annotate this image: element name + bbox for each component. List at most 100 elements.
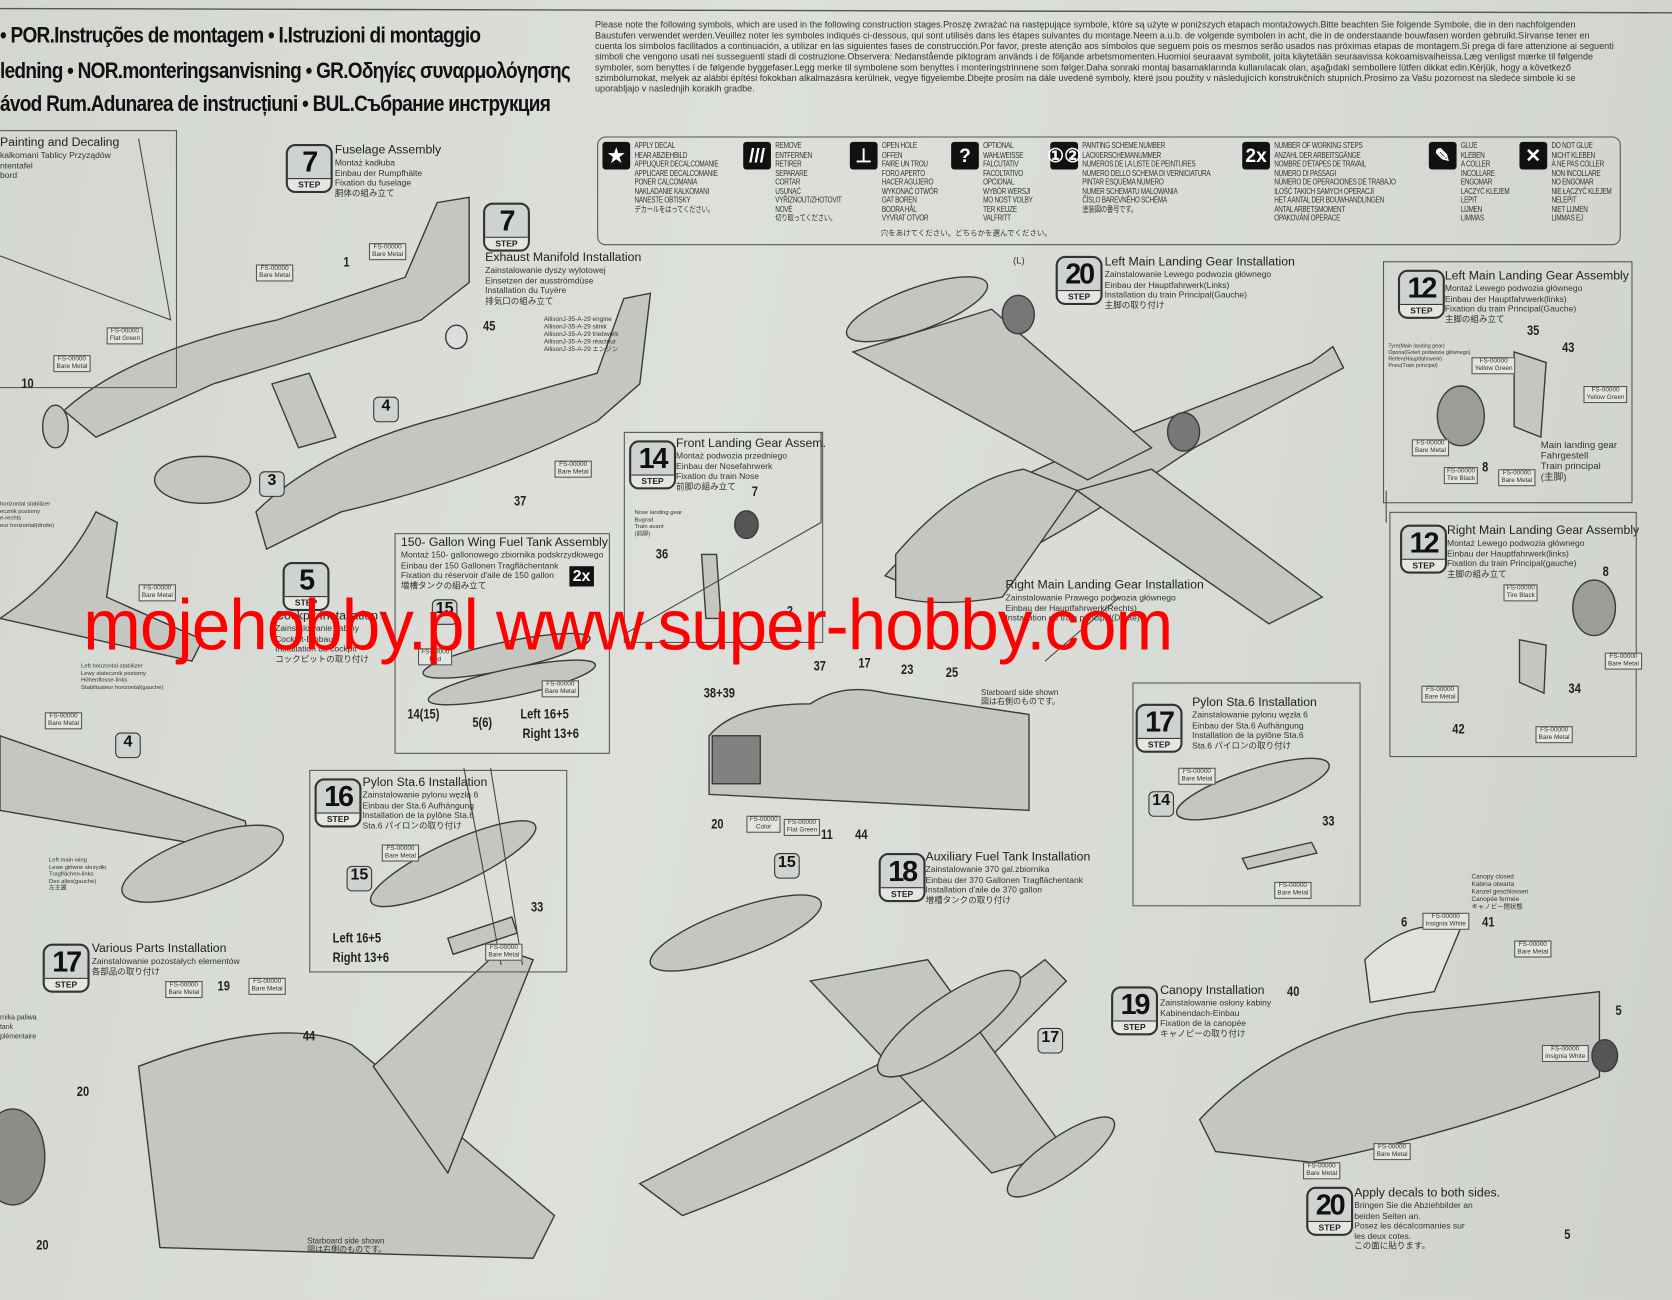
open-hole-icon: ⊥: [849, 141, 878, 170]
nose-wheel-drawing: [733, 510, 759, 540]
legend-text: VYŘÍZNOUT/ZHOTOVIT NOVÉ: [775, 195, 842, 214]
do-not-glue-icon: ✕: [1519, 141, 1548, 170]
part-number: 2: [786, 602, 794, 619]
tyre-drawing: [1436, 385, 1485, 447]
legend-text: NANESTE OBTISKY: [634, 195, 691, 205]
pylon16-right-label: Right 13+6: [332, 949, 390, 966]
legend-text: OPEN HOLE: [881, 140, 917, 151]
pylon17-tank-drawing: [1175, 757, 1330, 821]
two-times-badge: 2x: [569, 566, 594, 587]
part-number: 33: [531, 898, 544, 915]
legend-text: NO ENGOMAR: [1551, 177, 1594, 187]
step-reference-badge: 3: [259, 471, 285, 497]
part-number: 42: [1452, 720, 1465, 737]
part-number: 5: [1615, 1002, 1622, 1019]
part-number: 6: [1401, 913, 1408, 930]
legend-text: NIET LIJMEN: [1551, 204, 1588, 214]
legend-text: HEAR ABZIEHBILD: [634, 149, 688, 160]
wheel-left-drawing: [1001, 294, 1036, 335]
step-number: 14: [1152, 791, 1171, 810]
wheel-right-drawing: [1166, 411, 1201, 452]
step-number: 17: [1145, 705, 1175, 738]
title-line-1: • POR.Instruções de montagem • I.Istruzi…: [0, 23, 481, 48]
legend-text: WAHLWEISSE: [983, 149, 1024, 160]
part-number: 20: [36, 1236, 49, 1253]
part-number: 5: [1564, 1226, 1571, 1243]
pylon17-drawing: [1241, 841, 1318, 870]
fold-line: [0, 7, 1672, 14]
part-number: 19: [217, 977, 230, 994]
step-label: STEP: [631, 474, 674, 488]
legend-text: ENTFERNEN: [775, 149, 813, 160]
step-title-decals: Apply decals to both sides.Bringen Sie d…: [1354, 1186, 1501, 1251]
part-number: 5(6): [472, 714, 493, 731]
glue-icon: ✎: [1428, 141, 1457, 170]
legend-text: PAINTING SCHEME NUMBER: [1082, 140, 1166, 151]
fuel-tank-left-label: Left 16+5: [520, 705, 569, 722]
fuel-tank-lower-drawing: [427, 659, 597, 706]
fuel-tank-right-label: Right 13+6: [522, 725, 579, 742]
nose-section-drawing: [894, 468, 1079, 604]
seat-drawing: [270, 372, 337, 449]
pylon16-left-label: Left 16+5: [332, 929, 382, 946]
pylon16-box: [309, 769, 568, 973]
step-label: STEP: [284, 596, 328, 609]
step-number: 15: [435, 599, 454, 618]
legend-text: CORTAR: [775, 177, 801, 187]
step-title-front-lg: Front Landing Gear Assem.Montaż podwozia…: [676, 437, 826, 492]
legend-text: ANZAHL DER ARBEITSGÄNGE: [1274, 149, 1361, 160]
aux-tank-right-drawing: [876, 969, 1022, 1078]
pylon-tank-drawing: [369, 820, 537, 908]
part-number: 14(15): [407, 705, 440, 722]
legend-text: 切り取ってください。: [775, 213, 837, 223]
step-label: STEP: [1137, 737, 1181, 751]
legend-text: SEPARARE: [775, 167, 808, 178]
step-number: 20: [1315, 1188, 1346, 1221]
cockpit-panel-drawing: [711, 735, 761, 785]
step-reference-badge: 15: [431, 599, 458, 625]
step-number: 3: [267, 471, 277, 490]
part-number: 37: [813, 657, 826, 674]
legend-text: APPLIQUER DECALCOMANIE: [634, 158, 719, 169]
legend-text: A COLLER: [1460, 158, 1491, 169]
legend-footer: 穴をあけてください。どちらかを選んでください。: [880, 230, 1052, 238]
step-number: 7: [302, 146, 318, 179]
part-number: 25: [945, 664, 959, 681]
legend-text: BOORA HÅL: [881, 204, 917, 214]
step-label: STEP: [1308, 1220, 1352, 1234]
legend-text: TER KEUZE: [983, 204, 1017, 214]
legend-text: DO NOT GLUE: [1551, 140, 1593, 151]
right-main-lg-assy-box: [1389, 511, 1637, 758]
step-number: 4: [123, 732, 133, 751]
step-label: STEP: [316, 812, 360, 826]
